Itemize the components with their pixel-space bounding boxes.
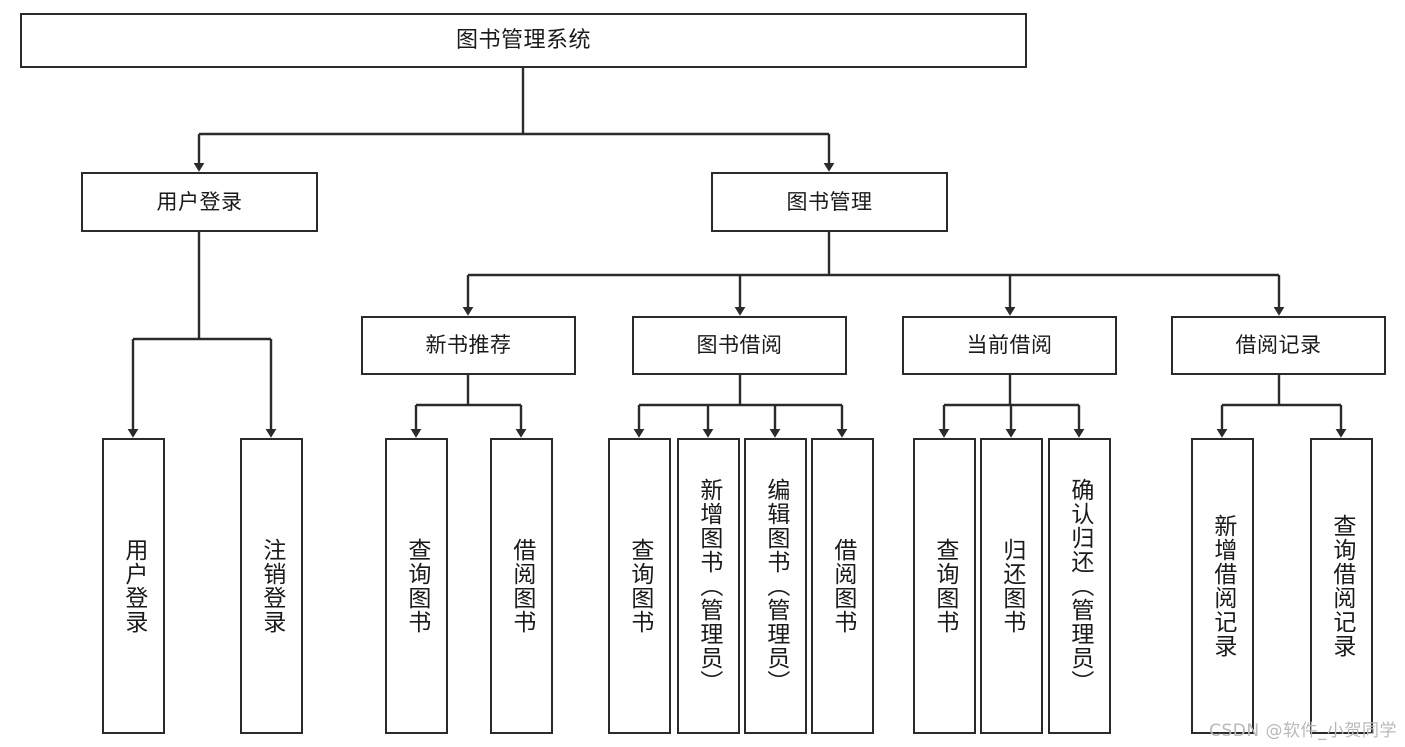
node-user-login[interactable]: 用户登录 xyxy=(81,172,318,232)
node-label: 借阅记录 xyxy=(1235,333,1322,358)
node-label: 编辑图书（管理员） xyxy=(762,478,789,694)
node-label: 查询图书 xyxy=(931,538,958,634)
node-label: 查询借阅记录 xyxy=(1328,514,1355,658)
csdn-watermark: CSDN @软件_小贺同学 xyxy=(1209,721,1397,741)
node-label: 归还图书 xyxy=(998,538,1025,634)
leaf-query-borrow-record[interactable]: 查询借阅记录 xyxy=(1310,438,1373,734)
leaf-borrow-book[interactable]: 借阅图书 xyxy=(811,438,874,734)
leaf-return-book[interactable]: 归还图书 xyxy=(980,438,1043,734)
node-borrow-record[interactable]: 借阅记录 xyxy=(1171,316,1386,375)
node-label: 图书管理系统 xyxy=(455,27,591,53)
node-label: 注销登录 xyxy=(258,538,285,634)
node-current-borrow[interactable]: 当前借阅 xyxy=(902,316,1117,375)
leaf-query-book-new[interactable]: 查询图书 xyxy=(385,438,448,734)
node-label: 查询图书 xyxy=(403,538,430,634)
leaf-query-book-current[interactable]: 查询图书 xyxy=(913,438,976,734)
node-new-book-recommend[interactable]: 新书推荐 xyxy=(361,316,576,375)
leaf-borrow-book-new[interactable]: 借阅图书 xyxy=(490,438,553,734)
leaf-edit-book[interactable]: 编辑图书（管理员） xyxy=(744,438,807,734)
node-label: 用户登录 xyxy=(156,189,243,214)
node-label: 新书推荐 xyxy=(425,333,512,358)
leaf-add-book[interactable]: 新增图书（管理员） xyxy=(677,438,740,734)
node-book-manage[interactable]: 图书管理 xyxy=(711,172,948,232)
node-label: 图书管理 xyxy=(786,189,873,214)
leaf-user-logout[interactable]: 注销登录 xyxy=(240,438,303,734)
node-root-system[interactable]: 图书管理系统 xyxy=(20,13,1027,68)
leaf-add-borrow-record[interactable]: 新增借阅记录 xyxy=(1191,438,1254,734)
leaf-confirm-return[interactable]: 确认归还（管理员） xyxy=(1048,438,1111,734)
node-label: 查询图书 xyxy=(626,538,653,634)
node-label: 借阅图书 xyxy=(829,538,856,634)
leaf-user-login[interactable]: 用户登录 xyxy=(102,438,165,734)
node-label: 新增借阅记录 xyxy=(1209,514,1236,658)
node-label: 确认归还（管理员） xyxy=(1066,478,1093,694)
node-label: 新增图书（管理员） xyxy=(695,478,722,694)
leaf-query-book-borrow[interactable]: 查询图书 xyxy=(608,438,671,734)
node-book-borrow[interactable]: 图书借阅 xyxy=(632,316,847,375)
node-label: 借阅图书 xyxy=(508,538,535,634)
node-label: 当前借阅 xyxy=(966,333,1053,358)
node-label: 用户登录 xyxy=(120,538,147,634)
node-label: 图书借阅 xyxy=(696,333,783,358)
